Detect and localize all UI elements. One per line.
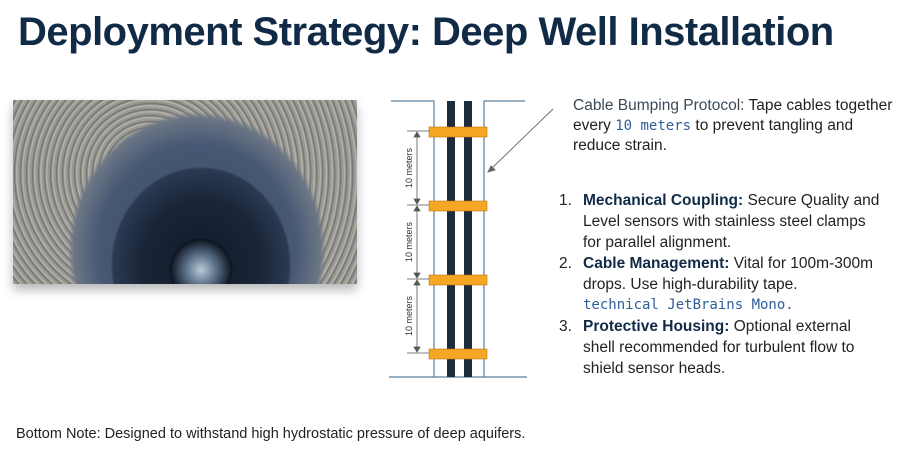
callout-arrow [487, 108, 554, 173]
step-item: 3. Protective Housing: Optional external… [556, 316, 900, 379]
step-mono-text: technical JetBrains Mono. [583, 297, 794, 313]
step-number: 3. [559, 318, 572, 335]
step-heading: Cable Management: [583, 255, 730, 272]
step-item: 2. Cable Management: Vital for 100m-300m… [556, 253, 900, 316]
callout-label: Cable Bumping Protocol: [573, 97, 745, 114]
step-text: Vital for 100m-300m [729, 255, 874, 272]
bottom-note: Bottom Note: Designed to withstand high … [16, 426, 526, 442]
step-text: Optional external [729, 318, 851, 335]
step-text: drops. Use high-durability tape. [583, 276, 798, 293]
step-heading: Protective Housing: [583, 318, 730, 335]
cable-taping-diagram: 10 meters 10 meters 10 meters [389, 100, 554, 378]
spacing-label: 10 meters [404, 147, 414, 188]
installation-steps: 1. Mechanical Coupling: Secure Quality a… [556, 190, 900, 379]
step-text: shield sensor heads. [583, 360, 726, 377]
step-text: Secure Quality and [743, 192, 880, 209]
well-photo [13, 100, 357, 284]
spacing-label: 10 meters [404, 295, 414, 336]
step-item: 1. Mechanical Coupling: Secure Quality a… [556, 190, 900, 253]
cable-bumping-callout: Cable Bumping Protocol: Tape cables toge… [573, 96, 893, 156]
tape-bands [428, 126, 488, 360]
dimension-lines [407, 130, 429, 354]
slide-title: Deployment Strategy: Deep Well Installat… [18, 10, 834, 54]
step-heading: Mechanical Coupling: [583, 192, 744, 209]
step-number: 1. [559, 192, 572, 209]
callout-text-before: Tape cables together every [573, 97, 893, 134]
sensor-cables [447, 101, 472, 377]
callout-text-after: to prevent tangling and reduce strain. [573, 117, 854, 154]
step-text: shell recommended for turbulent flow to [583, 339, 855, 356]
step-text: Level sensors with stainless steel clamp… [583, 213, 866, 230]
step-number: 2. [559, 255, 572, 272]
well-photo-image [13, 100, 357, 284]
step-text: for parallel alignment. [583, 234, 732, 251]
spacing-label: 10 meters [404, 221, 414, 262]
callout-mono: 10 meters [615, 118, 692, 134]
